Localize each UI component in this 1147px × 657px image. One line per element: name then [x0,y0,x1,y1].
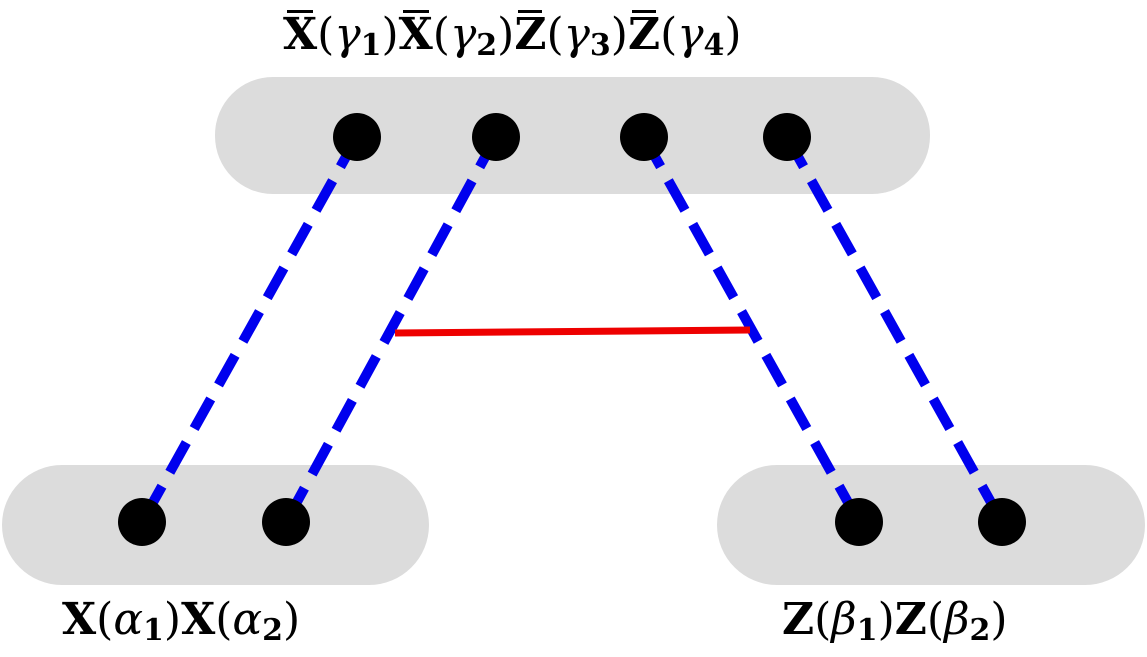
operator-symbol: X [283,9,318,60]
node-alpha2 [262,498,310,546]
node-gamma1 [333,113,381,161]
subscript: 3 [589,28,611,63]
subscript: 2 [476,28,498,63]
bottom-right-group-label: Z(β1)Z(β2) [782,594,1008,648]
operator-symbol: Z [627,9,661,60]
subscript: 2 [969,613,991,648]
greek-symbol: α [113,594,144,645]
node-beta1 [835,498,883,546]
operator-symbol: Z [782,594,815,645]
dashed-line-gamma1-alpha1 [137,134,362,525]
dashed-line-gamma2-alpha2 [281,134,501,525]
dashed-line-gamma4-beta2 [782,134,1007,525]
operator-symbol: X [62,594,97,645]
greek-symbol: β [944,594,970,645]
greek-symbol: β [831,594,857,645]
greek-symbol: α [232,594,263,645]
node-beta2 [978,498,1026,546]
operator-symbol: Z [514,9,547,60]
group-bottom-right-pill [717,465,1145,585]
node-gamma2 [472,113,520,161]
group-top-pill [215,77,930,194]
greek-symbol: γ [563,9,590,60]
node-gamma4 [763,113,811,161]
node-alpha1 [118,498,166,546]
greek-symbol: γ [677,9,704,60]
top-group-label: X(γ1)X(γ2)Z(γ3)Z(γ4) [283,9,742,63]
subscript: 1 [143,613,164,648]
dashed-line-gamma3-beta1 [639,134,864,525]
operator-symbol: X [181,594,216,645]
operator-symbol: X [398,9,433,60]
node-gamma3 [620,113,668,161]
operator-symbol: Z [894,594,927,645]
bottom-left-group-label: X(α1)X(α2) [62,594,301,648]
greek-symbol: γ [449,9,477,60]
greek-symbol: γ [334,9,361,60]
subscript: 1 [856,613,878,648]
subscript: 1 [360,28,382,63]
subscript: 2 [262,613,283,648]
group-bottom-left-pill [2,465,429,585]
subscript: 4 [703,28,725,63]
crossing-line [394,326,751,337]
